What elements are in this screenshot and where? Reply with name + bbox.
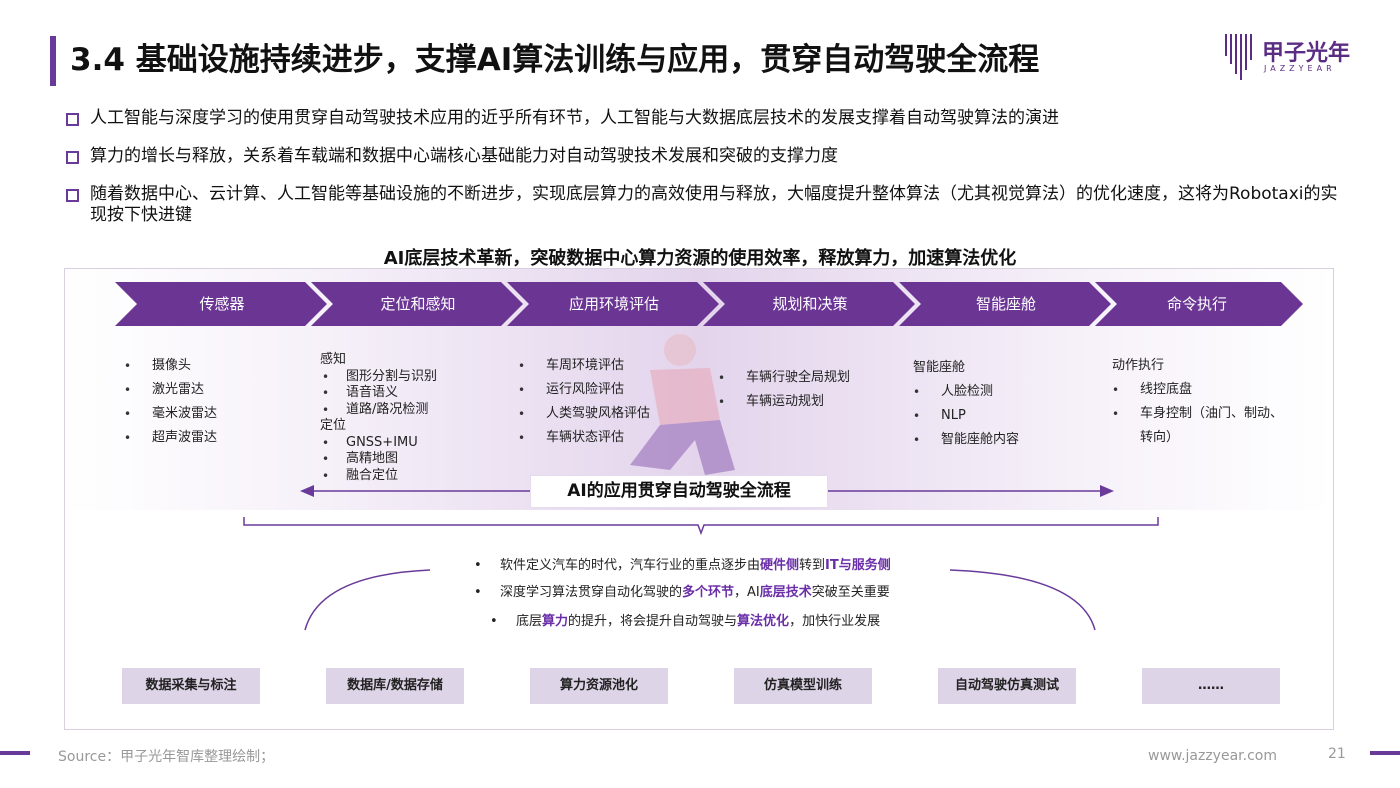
- list-item: 语音语义: [320, 385, 437, 402]
- stage-label-6: 命令执行: [1166, 295, 1227, 313]
- square-bullet-icon: [66, 113, 79, 126]
- list-item: 车身控制（油门、制动、: [1112, 402, 1283, 426]
- infra-box-model-training: 仿真模型训练: [734, 668, 872, 704]
- source-note: Source：甲子光年智库整理绘制；: [58, 749, 275, 765]
- stage-label-2: 定位和感知: [380, 295, 456, 313]
- chevron-sensor: [115, 282, 327, 326]
- stage-label-4: 规划和决策: [772, 295, 848, 313]
- chevron-perception: [311, 282, 523, 326]
- env-eval-list: 车周环境评估 运行风险评估 人类驾驶风格评估 车辆状态评估: [518, 354, 650, 450]
- flow-label: AI的应用贯穿自动驾驶全流程: [530, 475, 828, 508]
- list-heading: 感知: [320, 352, 347, 367]
- list-item: 摄像头: [124, 354, 217, 378]
- runner-illustration-icon: [630, 334, 735, 475]
- stage-label-1: 传感器: [199, 295, 245, 313]
- chevron-cockpit: [899, 282, 1111, 326]
- planning-list: 车辆行驶全局规划 车辆运动规划: [718, 366, 850, 414]
- page-number: 21: [1328, 746, 1346, 762]
- logo-subtext: JAZZYEAR: [1264, 64, 1336, 73]
- list-item: 车辆状态评估: [518, 426, 650, 450]
- chevron-planning: [703, 282, 915, 326]
- bracket-icon: [243, 517, 1159, 536]
- list-heading: 定位: [320, 418, 347, 433]
- page-title: 3.4 基础设施持续进步，支撑AI算法训练与应用，贯穿自动驾驶全流程: [70, 42, 1040, 78]
- infra-box-database: 数据库/数据存储: [326, 668, 464, 704]
- execution-list: 动作执行 线控底盘 车身控制（油门、制动、 转向）: [1112, 354, 1283, 450]
- list-item: 运行风险评估: [518, 378, 650, 402]
- brand-logo: 甲子光年 JAZZYEAR: [1224, 32, 1374, 80]
- stage-label-3: 应用环境评估: [568, 295, 659, 313]
- list-heading: 智能座舱: [913, 360, 966, 375]
- footer-accent-right: [1370, 751, 1400, 755]
- infra-box-sim-testing: 自动驾驶仿真测试: [938, 668, 1076, 704]
- jazzyear-logo-icon: [1225, 34, 1252, 80]
- square-bullet-icon: [66, 151, 79, 164]
- list-item: 超声波雷达: [124, 426, 217, 450]
- list-item: 智能座舱内容: [913, 428, 1019, 452]
- list-item: 线控底盘: [1112, 378, 1283, 402]
- list-item: 车周环境评估: [518, 354, 650, 378]
- list-item: 融合定位: [320, 468, 437, 485]
- list-item: 毫米波雷达: [124, 402, 217, 426]
- list-item: 图形分割与识别: [320, 369, 437, 386]
- footer-accent-left: [0, 751, 30, 755]
- list-item: GNSS+IMU: [320, 435, 437, 452]
- list-item-continuation: 转向）: [1140, 430, 1180, 445]
- infra-box-compute-pool: 算力资源池化: [530, 668, 668, 704]
- chevron-execution: [1095, 282, 1303, 326]
- sensor-list: 摄像头 激光雷达 毫米波雷达 超声波雷达: [124, 354, 217, 450]
- title-accent-bar: [50, 36, 56, 86]
- list-item: NLP: [913, 404, 1019, 428]
- list-item: 道路/路况检测: [320, 402, 437, 419]
- cockpit-list: 智能座舱 人脸检测 NLP 智能座舱内容: [913, 356, 1019, 452]
- list-item: 激光雷达: [124, 378, 217, 402]
- arc-decoration: [304, 569, 1096, 631]
- footer-url: www.jazzyear.com: [1148, 748, 1277, 764]
- list-item: 车辆行驶全局规划: [718, 366, 850, 390]
- list-item: 人脸检测: [913, 380, 1019, 404]
- logo-text: 甲子光年: [1262, 41, 1351, 66]
- process-chevrons: [115, 282, 1303, 326]
- diagram-frame-lower: [65, 510, 1333, 729]
- infra-box-more: ……: [1142, 668, 1280, 704]
- chevron-env: [507, 282, 719, 326]
- diagram-subtitle: AI底层技术革新，突破数据中心算力资源的使用效率，释放算力，加速算法优化: [383, 248, 1017, 269]
- list-item: 车辆运动规划: [718, 390, 850, 414]
- perception-list: 感知 图形分割与识别 语音语义 道路/路况检测 定位 GNSS+IMU 高精地图…: [320, 352, 437, 484]
- list-item: 人类驾驶风格评估: [518, 402, 650, 426]
- list-heading: 动作执行: [1112, 358, 1165, 373]
- stage-label-5: 智能座舱: [975, 295, 1036, 313]
- infra-box-data-collection: 数据采集与标注: [122, 668, 260, 704]
- square-bullet-icon: [66, 189, 79, 202]
- list-item: 高精地图: [320, 451, 437, 468]
